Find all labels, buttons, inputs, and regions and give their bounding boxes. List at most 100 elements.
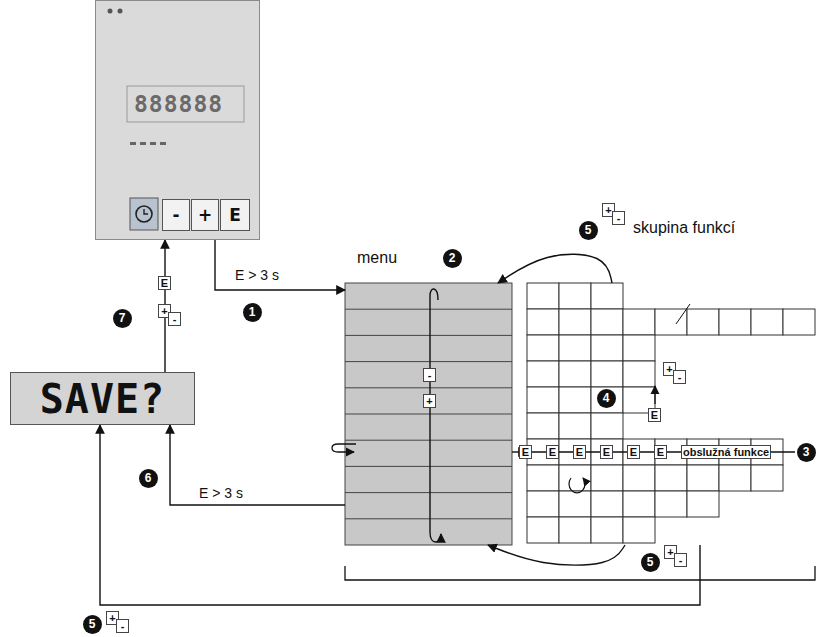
drawing-part [160,142,166,145]
led [108,9,113,14]
clock-icon [136,206,152,222]
function-cells [527,283,815,543]
flow-arrow [215,240,345,290]
led-display-digits: 888888 [134,91,223,117]
function-cell [559,465,591,491]
key-icon: E [546,445,559,459]
value-arrow [654,386,655,404]
key-icon: obslužná funkce [681,445,771,459]
group-heading: skupina funkcí [633,219,735,237]
function-cell [527,283,559,309]
key-icon: - [673,370,686,384]
key-icon: E [573,445,586,459]
function-cell [527,335,559,361]
function-cell [527,387,559,413]
save-prompt: SAVE? [40,376,165,422]
function-cell [719,309,751,335]
function-grid: skupina funkcí [527,283,822,545]
function-cell [655,309,687,335]
function-cell [527,309,559,335]
function-cell [527,517,559,543]
key-icon: + [423,394,436,408]
key-icon: E [654,445,667,459]
row-entry-arrow [332,444,356,452]
callout-number: 1 [243,303,262,322]
callout-number: 6 [139,469,158,488]
menu-row-line [345,387,512,388]
menu-row-line [345,361,512,362]
key-icon: E [600,445,613,459]
minus-key: - [162,199,190,231]
callout-number: 3 [797,443,816,462]
flow-arrow [498,254,612,283]
function-cell [559,309,591,335]
callout-number: 5 [579,221,598,240]
function-cell [655,465,687,491]
function-cell [623,361,655,387]
function-cell [751,465,783,491]
function-cell [783,309,815,335]
function-cell [559,517,591,543]
menu-scroll-arrow [430,289,441,542]
function-cell [559,387,591,413]
flow-arrow [100,425,700,605]
menu-row-line [345,414,512,415]
function-cell [559,491,591,517]
loop-arrow [569,478,585,493]
key-icon: - [168,312,181,326]
function-cell [751,309,783,335]
flow-arrow [488,545,625,565]
key-icon: E [158,276,171,290]
function-cell [687,491,719,517]
edge-label: E > 3 s [196,485,246,501]
callout-number: 5 [83,615,102,634]
key-label: - [172,205,179,225]
function-cell [591,387,623,413]
key-icon: - [612,211,625,225]
plus-key: + [191,199,219,231]
leader-line [676,304,690,324]
key-icon: E [519,445,532,459]
function-cell [591,465,623,491]
controller-panel: -+ E 888888 [95,0,260,240]
drawing-part [150,142,156,145]
key-icon: - [674,553,687,567]
status-leds [130,142,166,145]
menu-row-line [345,335,512,336]
menu-row-line [345,309,512,310]
function-cell [527,413,559,439]
function-cell [591,361,623,387]
save-display: SAVE? [10,372,195,425]
callout-number: 7 [113,309,132,328]
key-label: + [198,205,212,225]
clock-key [130,198,158,230]
function-cell [623,335,655,361]
key-label: E [229,205,241,225]
callout-number: 2 [443,249,462,268]
enter-key: E [220,199,250,231]
function-cell [559,413,591,439]
function-cell [527,491,559,517]
function-cell [591,517,623,543]
key-icon: - [116,619,129,633]
function-cell [559,361,591,387]
function-cell [623,517,655,543]
flow-arrow [170,425,345,505]
function-cell [719,465,751,491]
menu-column: menu [345,283,512,545]
menu-row-line [345,518,512,519]
menu-rows [345,309,512,519]
key-icon: E [648,408,661,422]
function-cell [623,309,655,335]
drawing-part [140,142,146,145]
function-cell [527,361,559,387]
function-cell [559,283,591,309]
function-cell [591,335,623,361]
function-cell [591,309,623,335]
clock-hands [144,209,148,214]
edge-label: E > 3 s [232,267,282,283]
display-frame [127,86,244,122]
callout-number: 4 [597,389,616,408]
function-cell [591,491,623,517]
